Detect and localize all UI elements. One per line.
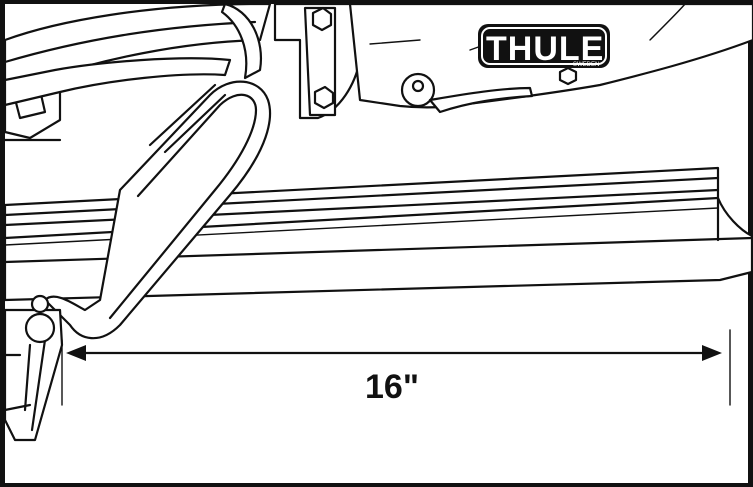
arrowhead-left [66, 345, 86, 361]
brand-sub: SWEDEN [573, 62, 599, 68]
brand-name: THULE [486, 30, 604, 68]
dimension-line [61, 329, 731, 406]
arrowhead-right [702, 345, 722, 361]
measurement-label: 16" [365, 368, 419, 406]
center-clamp [273, 2, 367, 120]
hinge-clamp [3, 294, 64, 442]
thule-logo: THULE SWEDEN [478, 24, 610, 68]
hoop-arm [3, 57, 272, 340]
